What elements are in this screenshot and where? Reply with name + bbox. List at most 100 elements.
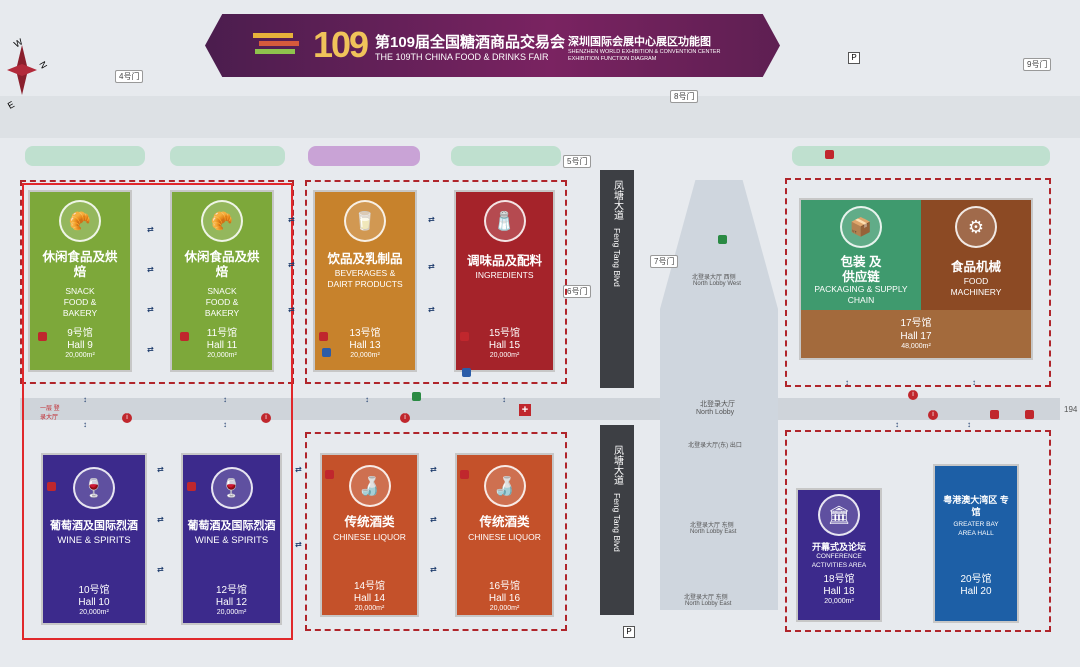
road-name-en: Feng Tang Blvd [612,493,622,552]
hall-15[interactable]: 🧂 调味品及配料 INGREDIENTS 15号馆 Hall 15 20,000… [456,192,553,370]
direction-arrow: ⇄ [295,540,302,549]
hall-category-cn: 传统酒类 [344,515,395,529]
beverage-icon: 🥛 [344,200,386,242]
restroom-icon [47,482,56,491]
hall-number-cn: 15号馆 [488,328,521,339]
direction-arrow: ⇄ [428,215,435,224]
restroom-icon [460,470,469,479]
direction-arrow: ↕ [83,395,87,404]
hall-category-cn: 休闲食品及烘焙 [42,250,118,279]
zone-north-west [20,180,294,384]
gate-8[interactable]: 8号门 [670,90,699,103]
hall-area: 20,000m² [354,605,385,612]
restroom-icon [325,470,334,479]
north-lobby-cn: 北登录大厅 [700,401,735,408]
direction-arrow: ⇄ [430,515,437,524]
packaging-icon: 📦 [840,206,882,248]
hall-number-cn: 10号馆 [78,585,110,596]
zone-south-mid [305,432,567,631]
direction-arrow: ⇄ [288,215,295,224]
feng-tang-blvd-north: 凤塘大道 Feng Tang Blvd [600,170,634,388]
hall-number-cn: 11号馆 [206,328,238,339]
info-icon: i [122,413,132,423]
hall-number-cn: 18号馆 [823,574,855,585]
zone-north-east [785,178,1051,387]
hall-category-en: SNACK FOOD & BAKERY [62,286,98,318]
packaging-section: 📦 包装 及供应链 PACKAGING & SUPPLY CHAIN [801,200,921,310]
direction-arrow: ↕ [502,395,506,404]
info-icon: i [261,413,271,423]
hall-area: 20,000m² [489,605,520,612]
direction-arrow: ⇄ [157,465,164,474]
hall-12[interactable]: 🍷 葡萄酒及国际烈酒 WINE & SPIRITS 12号馆 Hall 12 2… [183,455,280,623]
restroom-icon [460,332,469,341]
direction-arrow: ⇄ [157,565,164,574]
direction-arrow: ⇄ [147,305,154,314]
hall-number-cn: 20号馆 [960,574,992,585]
direction-arrow: ↕ [365,395,369,404]
hall-number-en: Hall 18 [823,586,855,597]
hall-17[interactable]: 📦 包装 及供应链 PACKAGING & SUPPLY CHAIN ⚙ 食品机… [801,200,1031,358]
hall-category-cn: 传统酒类 [479,515,530,529]
hall-11[interactable]: 🥐 休闲食品及烘焙 SNACK FOOD & BAKERY 11号馆 Hall … [172,192,272,370]
hall-area: 20,000m² [216,609,247,616]
compass: W N E [0,20,60,111]
direction-arrow: ⇄ [157,515,164,524]
hall-category-cn: 饮品及乳制品 [327,252,403,266]
hall-13[interactable]: 🥛 饮品及乳制品 BEVERAGES & DAIRT PRODUCTS 13号馆… [315,192,415,370]
hall-number-en: Hall 14 [353,593,386,604]
north-lobby-east-en: North Lobby East [690,529,737,535]
hall-category-en: CHINESE LIQUOR [468,532,541,542]
hall-category-cn: 休闲食品及烘焙 [184,250,260,279]
hall-20[interactable]: 粤港澳大湾区 专馆 GREATER BAY AREA HALL 20号馆 Hal… [935,466,1017,621]
direction-arrow: ↕ [223,420,227,429]
gate-7[interactable]: 7号门 [650,255,679,268]
hall-number-cn: 12号馆 [215,585,248,596]
restroom-icon [38,332,47,341]
green-strip [792,146,1050,166]
gate-5[interactable]: 5号门 [563,155,592,168]
info-icon: i [400,413,410,423]
hall-14[interactable]: 🍶 传统酒类 CHINESE LIQUOR 14号馆 Hall 14 20,00… [322,455,417,615]
elevator-icon [322,348,331,357]
hall-category-en: PACKAGING & SUPPLY CHAIN [814,284,908,305]
direction-arrow: ↕ [972,378,976,387]
direction-arrow: ⇄ [147,265,154,274]
purple-strip [308,146,420,166]
direction-arrow: ↕ [223,395,227,404]
hall-category-en: CONFERENCE ACTIVITIES AREA [811,553,867,569]
hall-category-en: WINE & SPIRITS [194,535,269,546]
north-lobby-east-cn: 北登录大厅 东侧 [690,523,734,529]
hall-category-en: BEVERAGES & DAIRT PRODUCTS [327,268,403,289]
gate-4[interactable]: 4号门 [115,70,144,83]
side-label: 一层 登录大厅 [40,406,60,421]
hall-10[interactable]: 🍷 葡萄酒及国际烈酒 WINE & SPIRITS 10号馆 Hall 10 2… [43,455,145,623]
hall-category-cn: 葡萄酒及国际烈酒 [187,520,276,532]
direction-arrow: ⇄ [295,465,302,474]
ingredients-icon: 🧂 [483,200,526,242]
north-lobby-east-cn: 北登录大厅 东侧 [684,595,728,601]
gate-9[interactable]: 9号门 [1023,58,1052,71]
exit-icon [412,392,421,401]
hall-number-en: Hall 16 [488,593,521,604]
hall-number-cn: 14号馆 [353,581,386,592]
snack-food-icon: 🥐 [59,200,101,242]
hall-category-en: SNACK FOOD & BAKERY [204,286,240,318]
green-strip [170,146,285,166]
hall-18[interactable]: 🏛 开幕式及论坛 CONFERENCE ACTIVITIES AREA 18号馆… [798,490,880,620]
hall-16[interactable]: 🍶 传统酒类 CHINESE LIQUOR 16号馆 Hall 16 20,00… [457,455,552,615]
compass-icon [7,45,37,95]
wine-glass-icon: 🍷 [210,467,253,509]
restroom-icon [1025,410,1034,419]
gate-6[interactable]: 6号门 [563,285,592,298]
hall-9[interactable]: 🥐 休闲食品及烘焙 SNACK FOOD & BAKERY 9号馆 Hall 9… [30,192,130,370]
fair-number: 109 [313,24,369,65]
road-name-en: Feng Tang Blvd [612,228,622,287]
lobby-corridor [20,398,1060,420]
hall-category-cn: 调味品及配料 [466,254,542,268]
north-lobby-west-en: North Lobby West [693,281,741,287]
hall-category-en: INGREDIENTS [475,270,534,280]
hall-number-en: Hall 12 [215,597,248,608]
hall-area: 20,000m² [65,352,95,359]
hall-number-en: Hall 20 [960,586,992,597]
